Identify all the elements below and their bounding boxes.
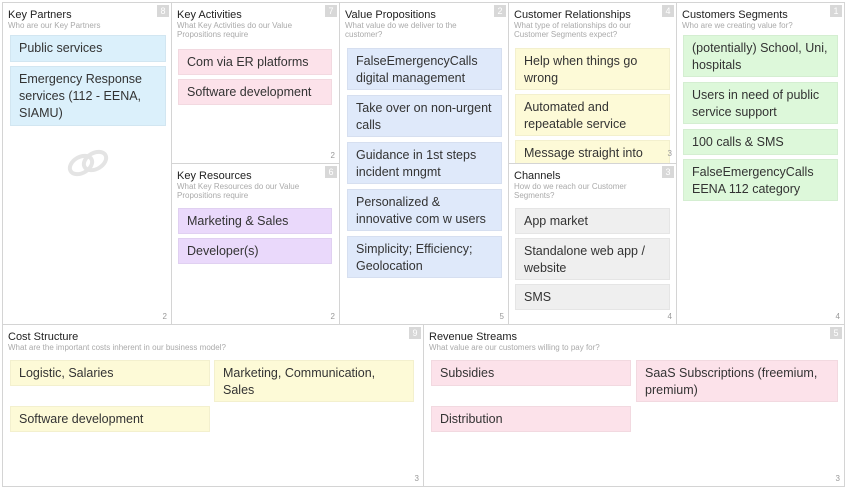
note-card[interactable]: Guidance in 1st steps incident mngmt (347, 142, 502, 184)
note-card[interactable]: Public services (10, 35, 166, 62)
note-card[interactable]: Simplicity; Efficiency; Geolocation (347, 236, 502, 278)
note-card[interactable]: Help when things go wrong (515, 48, 670, 90)
section-badge: 5 (830, 327, 842, 339)
note-count: 2 (330, 312, 335, 321)
note-card[interactable]: Personalized & innovative com w users (347, 189, 502, 231)
customer-relationships-section: Customer Relationships What type of rela… (508, 2, 677, 164)
section-badge: 9 (409, 327, 421, 339)
section-badge: 1 (830, 5, 842, 17)
section-subtitle: Who are we creating value for? (682, 21, 793, 30)
note-card[interactable]: FalseEmergencyCalls digital management (347, 48, 502, 90)
note-count: 2 (162, 312, 167, 321)
note-count: 4 (835, 312, 840, 321)
note-card[interactable]: SMS (515, 284, 670, 310)
chain-link-icon (67, 149, 109, 177)
section-subtitle: What value do we deliver to the customer… (345, 21, 457, 39)
note-count: 4 (667, 312, 672, 321)
section-badge: 7 (325, 5, 337, 17)
note-card[interactable]: Software development (10, 406, 210, 432)
section-title: Key Partners (8, 9, 72, 21)
value-propositions-section: Value Propositions What value do we deli… (339, 2, 509, 325)
note-card[interactable]: Subsidies (431, 360, 631, 386)
note-card[interactable]: (potentially) School, Uni, hospitals (683, 35, 838, 77)
note-card[interactable]: Message straight into (515, 140, 670, 163)
section-subtitle: What type of relationships do our Custom… (514, 21, 631, 39)
section-title: Value Propositions (345, 9, 436, 21)
channels-section: Channels How do we reach our Customer Se… (508, 163, 677, 325)
note-card[interactable]: Automated and repeatable service (515, 94, 670, 136)
note-count: 2 (330, 151, 335, 160)
note-count: 3 (414, 474, 419, 483)
key-resources-section: Key Resources What Key Resources do our … (171, 163, 340, 325)
section-subtitle: What Key Activities do our Value Proposi… (177, 21, 293, 39)
note-card[interactable]: App market (515, 208, 670, 234)
section-badge: 8 (157, 5, 169, 17)
note-count: 5 (499, 312, 504, 321)
note-card[interactable]: Marketing, Communication, Sales (214, 360, 414, 402)
section-title: Customer Relationships (514, 9, 631, 21)
revenue-streams-section: Revenue Streams What value are our custo… (423, 324, 845, 487)
section-subtitle: What value are our customers willing to … (429, 343, 600, 352)
key-activities-section: Key Activities What Key Activities do ou… (171, 2, 340, 164)
note-card[interactable]: Take over on non-urgent calls (347, 95, 502, 137)
note-card[interactable]: SaaS Subscriptions (freemium, premium) (636, 360, 838, 402)
key-partners-section: Key Partners Who are our Key Partners 8 … (2, 2, 172, 325)
note-card[interactable]: Logistic, Salaries (10, 360, 210, 386)
note-count: 3 (667, 149, 672, 158)
note-card[interactable]: Emergency Response services (112 - EENA,… (10, 66, 166, 126)
note-card[interactable]: Marketing & Sales (178, 208, 332, 234)
section-title: Revenue Streams (429, 331, 518, 343)
note-card[interactable]: Distribution (431, 406, 631, 432)
section-title: Key Resources (177, 170, 252, 182)
section-subtitle: What Key Resources do our Value Proposit… (177, 182, 300, 200)
section-title: Customers Segments (682, 9, 788, 21)
note-card[interactable]: Com via ER platforms (178, 49, 332, 75)
customer-segments-section: Customers Segments Who are we creating v… (676, 2, 845, 325)
section-title: Cost Structure (8, 331, 79, 343)
section-badge: 3 (662, 166, 674, 178)
section-badge: 2 (494, 5, 506, 17)
note-card[interactable]: Standalone web app / website (515, 238, 670, 280)
section-badge: 6 (325, 166, 337, 178)
section-badge: 4 (662, 5, 674, 17)
note-card[interactable]: 100 calls & SMS (683, 129, 838, 155)
note-card[interactable]: Developer(s) (178, 238, 332, 264)
note-card[interactable]: FalseEmergencyCalls EENA 112 category (683, 159, 838, 201)
section-title: Key Activities (177, 9, 242, 21)
section-subtitle: How do we reach our Customer Segments? (514, 182, 627, 200)
cost-structure-section: Cost Structure What are the important co… (2, 324, 424, 487)
section-title: Channels (514, 170, 561, 182)
note-card[interactable]: Users in need of public service support (683, 82, 838, 124)
section-subtitle: Who are our Key Partners (8, 21, 101, 30)
section-subtitle: What are the important costs inherent in… (8, 343, 226, 352)
note-count: 3 (835, 474, 840, 483)
note-card[interactable]: Software development (178, 79, 332, 105)
